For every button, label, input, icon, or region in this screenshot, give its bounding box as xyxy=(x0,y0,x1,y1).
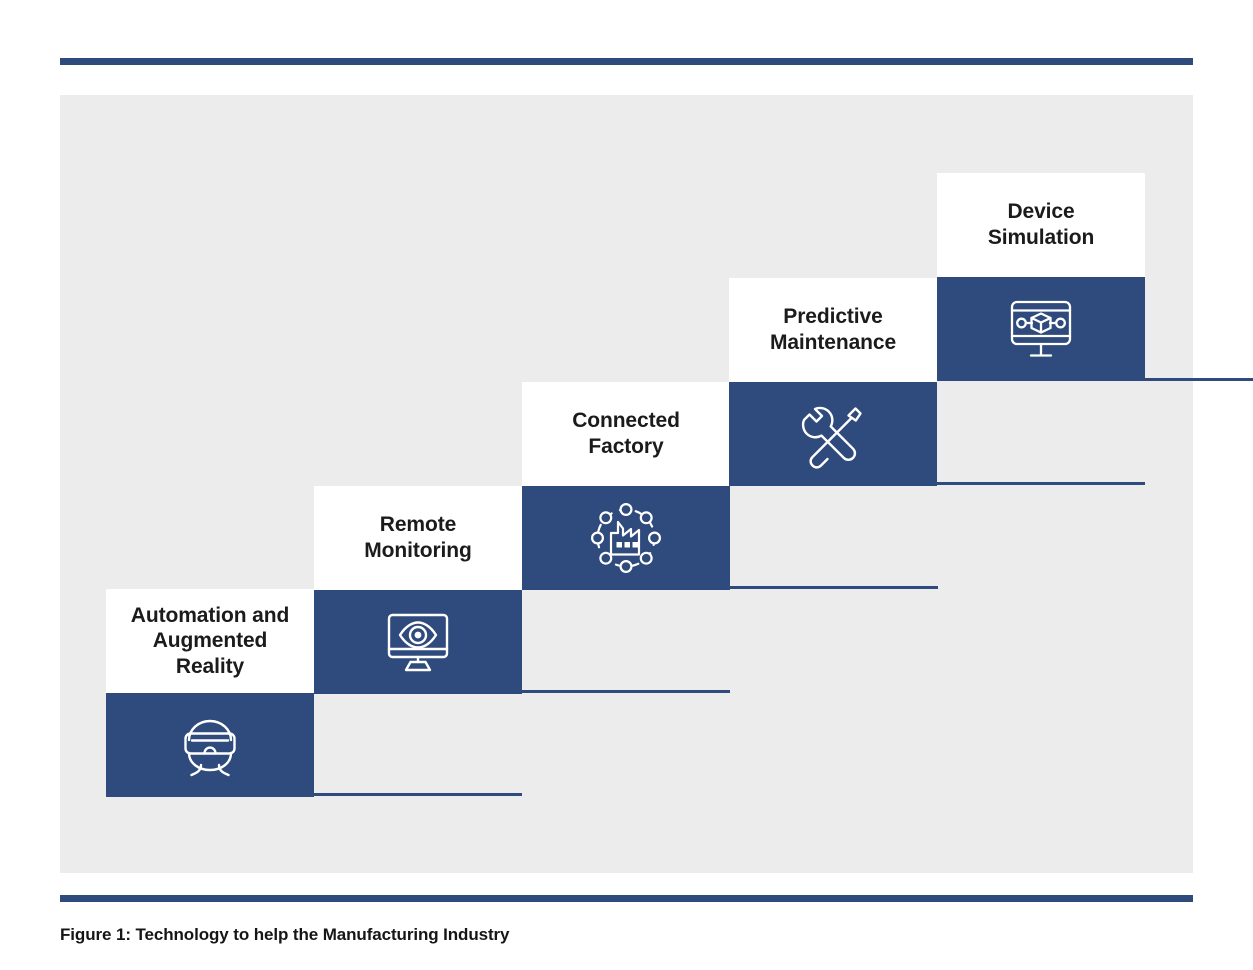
connector-line-step-2 xyxy=(522,690,730,693)
step-icon-block xyxy=(937,277,1145,381)
step-predictive-maintenance[interactable]: Predictive Maintenance xyxy=(729,278,937,486)
step-label-line: Predictive xyxy=(783,305,883,329)
step-label-line: Automation and xyxy=(130,603,290,627)
step-label-line: Remote xyxy=(379,513,457,537)
step-icon-block xyxy=(729,382,937,486)
step-label-line: Monitoring xyxy=(364,539,472,562)
step-device-simulation[interactable]: Device Simulation xyxy=(937,173,1145,381)
step-label-line: Simulation xyxy=(987,226,1095,249)
step-label-line: Device xyxy=(1007,200,1075,224)
step-label-text: Predictive Maintenance xyxy=(770,304,896,355)
step-icon-block xyxy=(106,693,314,797)
step-label-line: Maintenance xyxy=(769,331,897,354)
step-label-block: Connected Factory xyxy=(522,382,730,486)
step-label-block: Remote Monitoring xyxy=(314,486,522,590)
step-label-block: Device Simulation xyxy=(937,173,1145,277)
monitor-eye-icon xyxy=(380,604,456,680)
step-label-text: Automation and Augmented Reality xyxy=(130,603,290,680)
step-label-line: Factory xyxy=(588,435,664,458)
diagram-panel: Automation and Augmented Reality xyxy=(60,95,1253,873)
device-simulation-monitor-cube-icon xyxy=(1003,291,1079,367)
step-label-block: Automation and Augmented Reality xyxy=(106,589,314,693)
vr-headset-head-icon xyxy=(173,708,247,782)
connector-line-step-3 xyxy=(730,586,938,589)
step-icon-block xyxy=(522,486,730,590)
step-label-block: Predictive Maintenance xyxy=(729,278,937,382)
connector-line-step-1 xyxy=(314,793,522,796)
figure-caption: Figure 1: Technology to help the Manufac… xyxy=(60,925,510,944)
step-label-line: Reality xyxy=(175,654,245,678)
step-label-text: Device Simulation xyxy=(988,199,1094,250)
step-label-line: Connected xyxy=(572,409,680,433)
bottom-divider-rule xyxy=(60,895,1193,902)
connector-line-step-4 xyxy=(937,482,1145,485)
connector-line-step-5 xyxy=(1145,378,1253,381)
top-divider-rule xyxy=(60,58,1193,65)
step-icon-block xyxy=(314,590,522,694)
step-label-text: Remote Monitoring xyxy=(364,512,472,563)
step-remote-monitoring[interactable]: Remote Monitoring xyxy=(314,486,522,694)
step-label-line: Augmented xyxy=(152,629,268,653)
step-connected-factory[interactable]: Connected Factory xyxy=(522,382,730,590)
connected-factory-icon xyxy=(587,499,665,577)
step-label-text: Connected Factory xyxy=(572,408,680,459)
step-automation-and-augmented-reality[interactable]: Automation and Augmented Reality xyxy=(106,589,314,797)
wrench-screwdriver-icon xyxy=(797,398,869,470)
